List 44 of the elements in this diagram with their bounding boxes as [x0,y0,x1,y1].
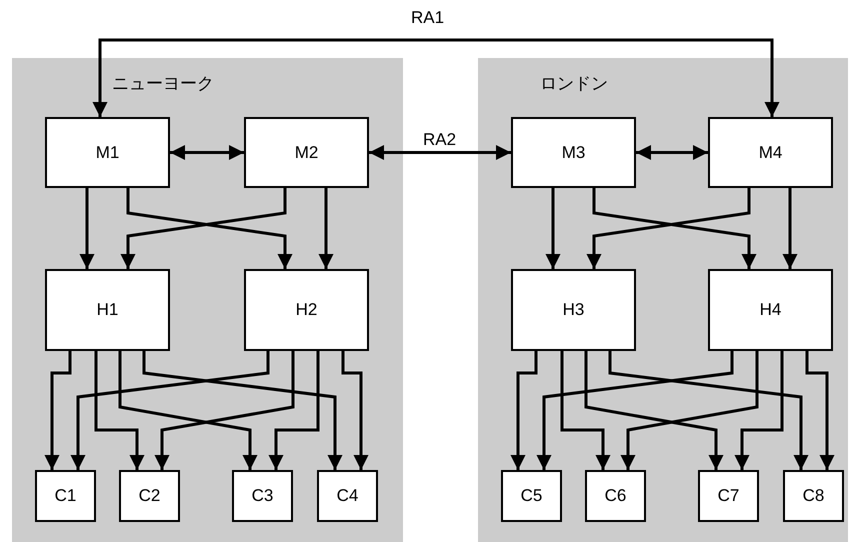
node-box: C6 [585,470,646,522]
panel-title: ニューヨーク [112,73,214,95]
arrow [92,38,780,117]
node-box: M1 [45,117,170,188]
node-box: C4 [317,470,378,522]
arrow [118,351,258,470]
arrow [342,351,368,470]
arrow [318,188,334,269]
region-panel [478,58,848,542]
panel-title: ロンドン [540,73,608,95]
node-box: H2 [244,269,369,351]
node-box: H3 [511,269,636,351]
arrow [268,351,320,470]
node-box: C5 [501,470,562,522]
node-box: C8 [783,470,844,522]
node-box: M4 [708,117,833,188]
arrow [170,145,244,160]
arrow [80,188,94,269]
arrow [560,351,610,470]
node-box: C1 [35,470,96,522]
arrow [369,145,511,160]
arrow [806,351,834,470]
arrow [636,145,708,160]
node-box: M2 [244,117,369,188]
arrow [510,351,538,470]
node-box: H4 [708,269,833,351]
arrow [536,351,734,470]
region-panel [12,58,403,542]
node-box: H1 [45,269,170,351]
arrow [734,351,784,470]
arrow [44,351,72,470]
node-box: C2 [119,470,180,522]
arrow [154,351,294,470]
node-box: C7 [698,470,759,522]
arrow [608,351,808,470]
node-box: M3 [511,117,636,188]
arrow [70,351,270,470]
arrow [546,188,560,269]
arrow [584,351,724,470]
arrow [620,351,758,470]
arrow [94,351,144,470]
node-box: C3 [232,470,293,522]
arrow [782,188,798,269]
arrow [142,351,342,470]
